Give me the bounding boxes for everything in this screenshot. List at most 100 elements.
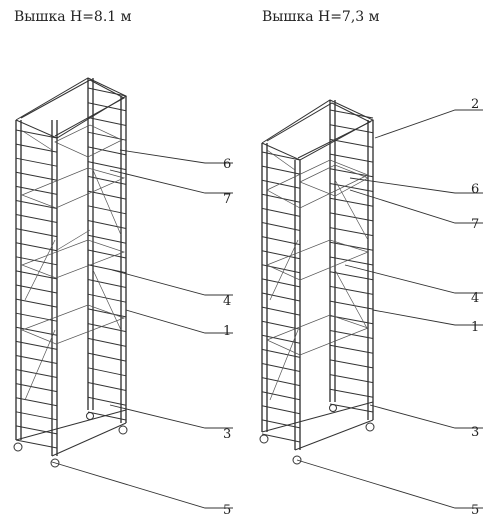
- ladder-rung: [87, 264, 127, 274]
- callout-6-right: 6: [471, 182, 479, 197]
- ladder-rung: [87, 161, 127, 171]
- ladder-rung: [87, 411, 127, 421]
- callout-4-left: 4: [223, 294, 231, 309]
- ladder-rung: [329, 271, 374, 281]
- right-scaffold-tower: [259, 99, 375, 465]
- right-callout-numbers: 2 6 7 4 1 3 5: [471, 97, 479, 518]
- ladder-rung: [329, 256, 374, 266]
- ladder-rung: [261, 334, 301, 344]
- ladder-rung: [15, 157, 58, 167]
- ladder-rung: [329, 374, 374, 384]
- ladder-rung: [87, 367, 127, 377]
- ladder-rung: [261, 292, 301, 302]
- ladder-rung: [87, 249, 127, 259]
- ladder-rung: [87, 220, 127, 230]
- right-tower-title: Вышка H=7,3 м: [262, 9, 380, 25]
- ladder-rung: [87, 323, 127, 333]
- ladder-rung: [15, 214, 58, 224]
- left-callout-leaders: [51, 149, 233, 509]
- ladder-rung: [261, 433, 301, 443]
- ladder-rung: [15, 340, 58, 350]
- callout-6-left: 6: [223, 157, 231, 172]
- callout-1-right: 1: [471, 320, 479, 335]
- ladder-rung: [87, 382, 127, 392]
- ladder-rung: [15, 129, 58, 139]
- callout-5-right: 5: [471, 503, 479, 518]
- ladder-rung: [15, 270, 58, 280]
- ladder-rung: [329, 212, 374, 222]
- callout-4-right: 4: [471, 291, 479, 306]
- left-scaffold-tower: [13, 77, 128, 468]
- ladder-rung: [87, 337, 127, 347]
- ladder-rung: [87, 308, 127, 318]
- ladder-rung: [261, 363, 301, 372]
- ladder-rung: [15, 439, 58, 449]
- ladder-rung: [329, 285, 374, 295]
- ladder-rung: [87, 234, 127, 244]
- callout-1-left: 1: [223, 324, 231, 339]
- ladder-rung: [15, 143, 58, 153]
- ladder-rung: [15, 228, 58, 238]
- callout-7-left: 7: [223, 192, 231, 207]
- ladder-rung: [329, 109, 374, 119]
- ladder-rung: [261, 320, 301, 330]
- ladder-rung: [15, 312, 58, 322]
- callout-3-left: 3: [223, 427, 231, 442]
- ladder-rung: [261, 348, 301, 358]
- ladder-rung: [87, 278, 127, 288]
- ladder-rung: [261, 222, 301, 231]
- ladder-rung: [87, 175, 127, 185]
- ladder-rung: [261, 405, 301, 415]
- ladder-rung: [329, 241, 374, 251]
- ladder-rung: [329, 359, 374, 369]
- ladder-rung: [15, 284, 58, 294]
- ladder-rung: [87, 116, 127, 126]
- ladder-rung: [15, 298, 58, 308]
- ladder-rung: [329, 197, 374, 207]
- ladder-rung: [261, 207, 301, 217]
- ladder-rung: [15, 397, 58, 407]
- ladder-rung: [329, 300, 374, 310]
- ladder-rung: [261, 278, 301, 288]
- callout-3-right: 3: [471, 425, 479, 440]
- ladder-rung: [15, 185, 58, 195]
- ladder-rung: [329, 138, 374, 148]
- ladder-rung: [329, 344, 374, 354]
- ladder-rung: [329, 227, 374, 237]
- ladder-rung: [329, 168, 374, 178]
- callout-7-right: 7: [471, 217, 479, 232]
- ladder-rung: [261, 179, 301, 189]
- ladder-rung: [15, 199, 58, 209]
- ladder-rung: [261, 264, 301, 274]
- ladder-rung: [87, 293, 127, 303]
- ladder-rung: [261, 391, 301, 401]
- ladder-rung: [87, 102, 127, 112]
- ladder-rung: [261, 377, 301, 387]
- left-callout-numbers: 6 7 4 1 3 5: [223, 157, 231, 518]
- ladder-rung: [261, 250, 301, 260]
- right-callout-leaders: [296, 109, 483, 509]
- ladder-rung: [15, 242, 58, 252]
- ladder-rung: [87, 146, 127, 156]
- ladder-rung: [261, 419, 301, 429]
- ladder-rung: [329, 183, 374, 192]
- callout-5-left: 5: [223, 503, 231, 518]
- ladder-rung: [261, 165, 301, 175]
- ladder-rung: [87, 87, 127, 97]
- left-tower-title: Вышка H=8.1 м: [14, 9, 132, 25]
- ladder-rung: [15, 411, 58, 421]
- ladder-rung: [15, 326, 58, 336]
- ladder-rung: [329, 388, 374, 398]
- ladder-rung: [261, 236, 301, 246]
- ladder-rung: [15, 256, 58, 266]
- ladder-rung: [15, 383, 58, 393]
- ladder-rung: [329, 153, 374, 163]
- ladder-rung: [87, 205, 127, 215]
- ladder-rung: [329, 124, 374, 134]
- ladder-rung: [87, 190, 127, 200]
- ladder-rung: [261, 306, 301, 316]
- ladder-rung: [87, 396, 127, 406]
- ladder-rung: [261, 151, 301, 161]
